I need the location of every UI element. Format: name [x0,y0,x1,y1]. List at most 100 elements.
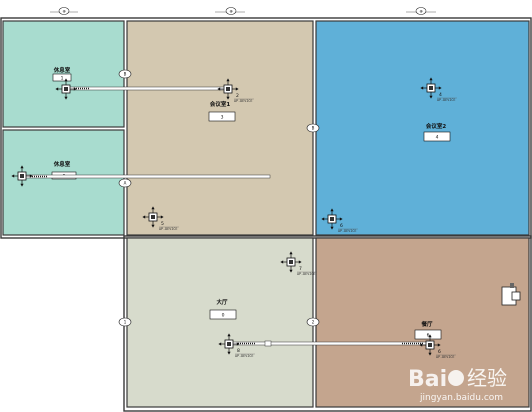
arrow-head-icon [428,352,432,356]
device-core [20,174,24,178]
watermark-url: jingyan.baidu.com [419,393,503,403]
room-meeting-1-name: 会议室1 [210,100,231,108]
axis-bubble-a-label: B [124,72,127,77]
arrow-head-icon [218,342,222,346]
device-core [151,215,155,219]
room-dining-tag-box [414,329,442,340]
room-hall-tag: 0 [222,313,225,319]
access-point-device[interactable]: 8AP-DEVICE [218,333,255,358]
device-core [227,342,231,346]
room-meeting-2-name: 会议室2 [426,122,447,130]
device-sub-label: AP-DEVICE [235,354,253,358]
arrow-head-icon [437,343,441,347]
arrow-head-icon [339,217,343,221]
room-rest-2-name: 休息室 [53,160,71,168]
arrow-head-icon [227,333,231,337]
device-sub-label: AP-DEVICE [234,99,252,103]
axis-bubble-label-2: ⊕ [229,9,232,14]
arrow-head-icon [289,269,293,273]
device-core [330,217,334,221]
arrow-head-icon [235,87,239,91]
device-core [428,343,432,347]
device-core [429,86,433,90]
arrow-head-icon [429,77,433,81]
arrow-head-icon [330,226,334,230]
paw-icon [448,370,464,386]
arrow-head-icon [429,95,433,99]
axis-bubble-1 [58,7,70,15]
watermark: Bai 经验 jingyan.baidu.com [408,366,507,403]
cable-junction [264,340,272,347]
access-point-device[interactable] [11,165,33,187]
device-sub-label: AP-DEVICE [297,272,315,276]
access-point-device[interactable]: 6AP-DEVICE [321,208,358,233]
device-sub-label: AP-DEVICE [159,227,177,231]
room-hall-tag-box [209,309,237,320]
arrow-head-icon [280,260,284,264]
arrow-head-icon [20,183,24,187]
watermark-brand-cn: 经验 [467,366,507,390]
device-number: 7 [299,266,302,272]
access-point-device[interactable]: 7AP-DEVICE [280,251,317,276]
axis-bubble-1-bottom-label: 1 [124,320,127,325]
room-rest-1-tag-box [52,73,72,82]
arrow-head-icon [73,87,77,91]
arrow-head-icon [420,86,424,90]
arrow-head-icon [55,87,59,91]
access-point-device[interactable]: 2AP-DEVICE [217,78,254,103]
axis-bubble-label-3: ⊕ [419,9,422,14]
room-meeting-1-tag-box [208,111,236,122]
axis-bubble-3 [415,7,427,15]
room-rest-1-name: 休息室 [53,66,71,74]
arrow-head-icon [330,208,334,212]
axis-bubble-b [118,178,132,188]
room-dining[interactable] [315,237,530,408]
arrow-head-icon [20,165,24,169]
arrow-head-icon [160,215,164,219]
room-meeting-2[interactable] [315,20,530,236]
arrow-head-icon [226,96,230,100]
arrow-head-icon [29,174,33,178]
room-meeting-1[interactable] [126,20,314,236]
device-sub-label: AP-DEVICE [338,229,356,233]
device-core [64,87,68,91]
axis-bubble-2-bottom [306,317,320,327]
axis-bubble-c-label: B [312,126,315,131]
arrow-head-icon [151,224,155,228]
access-point-device[interactable]: 4AP-DEVICE [420,77,457,102]
device-number: 2 [236,93,239,99]
arrow-head-icon [428,334,432,338]
arrow-head-icon [11,174,15,178]
axis-bubble-c [306,123,320,133]
arrow-head-icon [419,343,423,347]
axis-bubble-label-1: ⊕ [62,9,65,14]
device-number: 8 [237,348,240,354]
access-point-device[interactable] [55,78,77,100]
arrow-head-icon [289,251,293,255]
axis-bubble-2 [225,7,237,15]
arrow-head-icon [217,87,221,91]
device-number: 4 [439,92,442,98]
device-sub-label: AP-DEVICE [436,355,454,359]
axis-bubble-2-bottom-label: 2 [312,320,315,325]
cable-hall-dining [231,341,429,346]
axis-bubble-1-bottom [118,317,132,327]
access-point-device[interactable]: 6AP-DEVICE [419,334,456,359]
arrow-head-icon [64,96,68,100]
room-hall[interactable] [126,237,314,408]
device-core [226,87,230,91]
room-rest-2[interactable] [2,129,125,236]
axis-bubble-b-label: A [124,181,127,186]
arrow-head-icon [227,351,231,355]
watermark-brand: Bai [408,367,447,392]
cable-rest1-meeting1 [67,86,227,91]
appliance-icon[interactable] [501,283,521,306]
access-point-device[interactable]: 5AP-DEVICE [142,206,179,231]
arrow-head-icon [142,215,146,219]
cable-rest2 [23,174,271,179]
device-number: 6 [340,223,343,229]
arrow-head-icon [236,342,240,346]
